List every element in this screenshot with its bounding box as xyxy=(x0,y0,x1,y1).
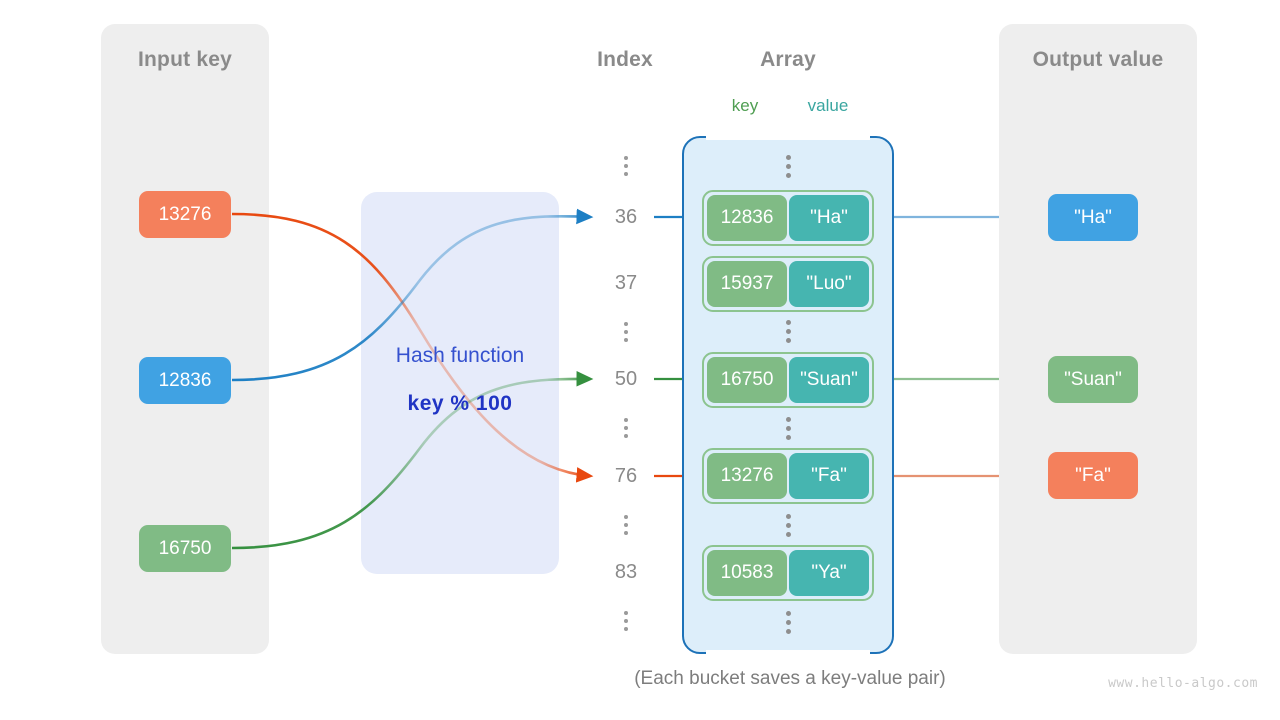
output-value-box-0[interactable]: "Ha" xyxy=(1048,194,1138,241)
index-ellipsis-3 xyxy=(598,515,654,535)
bucket-4-key: 10583 xyxy=(707,550,787,596)
index-ellipsis-4 xyxy=(598,611,654,631)
bucket-2-key: 16750 xyxy=(707,357,787,403)
index-label-76: 76 xyxy=(614,465,638,487)
array-ellipsis-3 xyxy=(682,514,894,537)
value-column-heading: value xyxy=(807,96,849,115)
array-column-heading: Array xyxy=(760,48,816,71)
watermark: www.hello-algo.com xyxy=(1108,676,1258,691)
index-column-heading: Index xyxy=(597,48,653,71)
index-ellipsis-1 xyxy=(598,322,654,342)
input-panel-title: Input key xyxy=(138,48,232,71)
bucket-3-value: "Fa" xyxy=(789,453,869,499)
input-key-box-2[interactable]: 16750 xyxy=(139,525,231,572)
input-key-box-1[interactable]: 12836 xyxy=(139,357,231,404)
output-panel-title: Output value xyxy=(1032,48,1164,71)
bucket-row-4[interactable]: 10583 "Ya" xyxy=(702,545,874,601)
bucket-row-3[interactable]: 13276 "Fa" xyxy=(702,448,874,504)
output-value-box-2[interactable]: "Fa" xyxy=(1048,452,1138,499)
hash-function-formula: key % 100 xyxy=(407,392,513,415)
array-ellipsis-1 xyxy=(682,320,894,343)
bucket-0-key: 12836 xyxy=(707,195,787,241)
bucket-row-2[interactable]: 16750 "Suan" xyxy=(702,352,874,408)
index-ellipsis-0 xyxy=(598,156,654,176)
array-ellipsis-2 xyxy=(682,417,894,440)
index-label-36: 36 xyxy=(614,206,638,228)
key-column-heading: key xyxy=(731,96,759,115)
input-key-box-0[interactable]: 13276 xyxy=(139,191,231,238)
bucket-1-key: 15937 xyxy=(707,261,787,307)
bucket-0-value: "Ha" xyxy=(789,195,869,241)
bucket-1-value: "Luo" xyxy=(789,261,869,307)
bucket-4-value: "Ya" xyxy=(789,550,869,596)
hash-function-box xyxy=(361,192,559,574)
index-label-83: 83 xyxy=(614,561,638,583)
bucket-3-key: 13276 xyxy=(707,453,787,499)
hash-function-label: Hash function xyxy=(395,344,525,367)
output-value-panel: Output value xyxy=(999,24,1197,654)
bucket-2-value: "Suan" xyxy=(789,357,869,403)
bucket-row-0[interactable]: 12836 "Ha" xyxy=(702,190,874,246)
diagram-caption: (Each bucket saves a key-value pair) xyxy=(634,668,946,689)
index-label-50: 50 xyxy=(614,368,638,390)
index-label-37: 37 xyxy=(614,272,638,294)
index-ellipsis-2 xyxy=(598,418,654,438)
output-value-box-1[interactable]: "Suan" xyxy=(1048,356,1138,403)
bucket-row-1[interactable]: 15937 "Luo" xyxy=(702,256,874,312)
array-ellipsis-4 xyxy=(682,611,894,634)
array-ellipsis-0 xyxy=(682,155,894,178)
